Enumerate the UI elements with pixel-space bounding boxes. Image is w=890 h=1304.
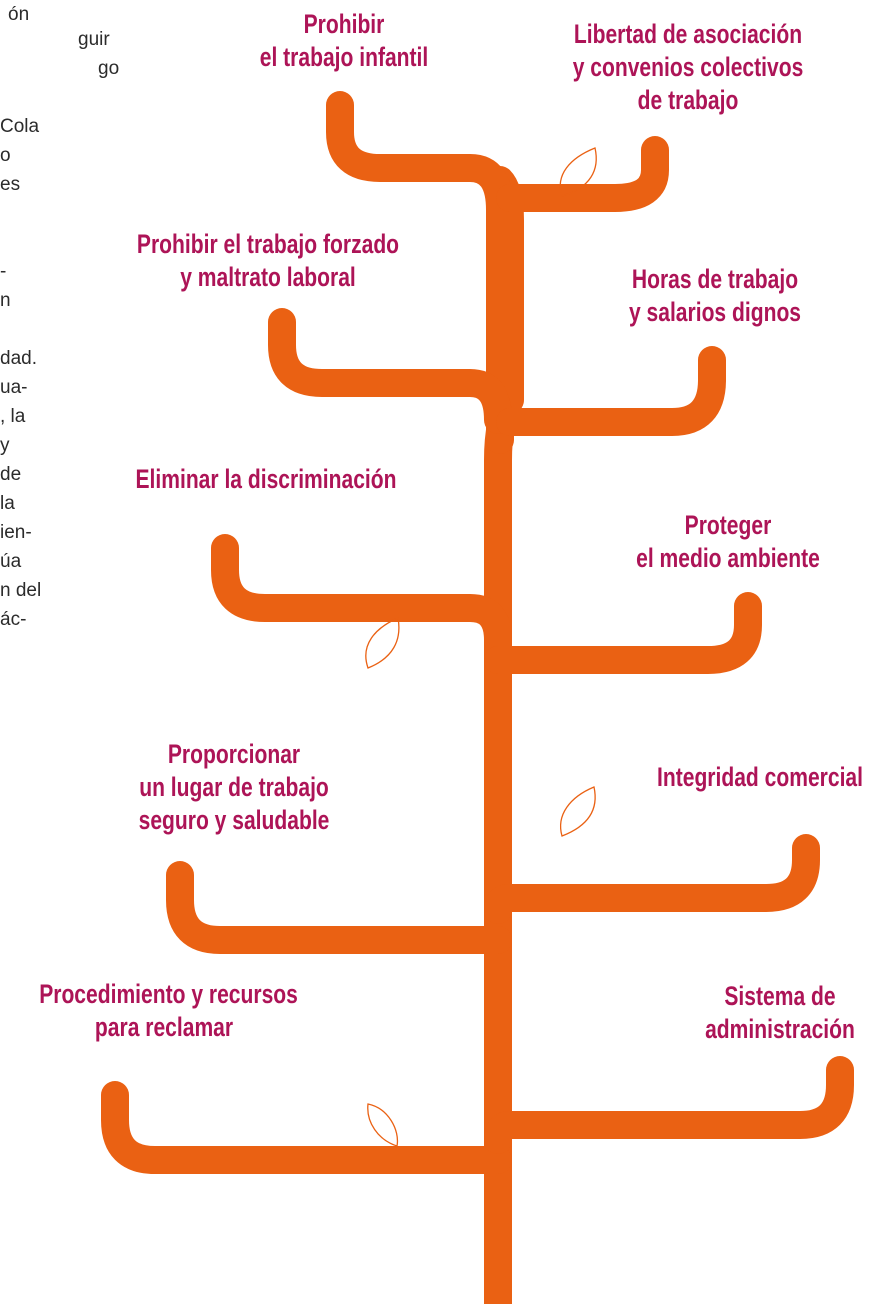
branch-forced-labor: [268, 308, 512, 434]
label-discrimination: Eliminar la discriminación: [133, 463, 398, 496]
side-text-fragments: ón guir go Cola o es - n dad. ua- , la y…: [0, 0, 119, 634]
label-line: seguro y saludable: [138, 805, 330, 835]
branch-integrity: [484, 834, 820, 924]
label-grievance: Procedimiento y recursos para reclamar: [39, 978, 298, 1044]
leaf-icon: [559, 147, 597, 197]
leaf-icon: [365, 617, 400, 669]
side-text-line: go: [98, 58, 120, 79]
side-text-line: y: [0, 435, 10, 456]
side-text-line: -: [0, 261, 7, 282]
side-text-line: , la: [0, 406, 26, 427]
label-environment: Proteger el medio ambiente: [627, 509, 830, 575]
label-line: Sistema de: [724, 981, 836, 1011]
side-text-line: ien-: [0, 522, 32, 543]
label-line: Libertad de asociación: [573, 19, 803, 49]
label-hours-wages: Horas de trabajo y salarios dignos: [614, 263, 817, 329]
side-text-line: ác-: [0, 609, 27, 630]
side-text-line: dad.: [0, 348, 37, 369]
label-line: y maltrato laboral: [180, 262, 356, 292]
label-line: de trabajo: [637, 85, 739, 115]
label-line: el medio ambiente: [636, 543, 820, 573]
side-text-line: n: [0, 290, 11, 311]
label-line: y salarios dignos: [628, 297, 802, 327]
side-text-line: guir: [78, 29, 110, 50]
label-line: Proteger: [684, 510, 772, 540]
leaf-icon: [367, 1103, 399, 1147]
label-child-labor: Prohibir el trabajo infantil: [243, 8, 446, 74]
branch-environment: [484, 592, 762, 674]
side-text-line: la: [0, 493, 15, 514]
branch-management: [484, 1056, 854, 1154]
label-safe-workplace: Proporcionar un lugar de trabajo seguro …: [133, 738, 336, 837]
branch-grievance: [101, 1081, 512, 1174]
side-text-line: n del: [0, 580, 42, 601]
label-line: Procedimiento y recursos: [39, 979, 298, 1009]
label-line: el trabajo infantil: [259, 42, 429, 72]
label-line: administración: [705, 1014, 855, 1044]
label-line: Horas de trabajo: [631, 264, 799, 294]
label-line: Eliminar la discriminación: [135, 464, 397, 494]
branch-association: [496, 136, 669, 212]
branch-discrimination: [211, 534, 512, 654]
side-text-line: de: [0, 464, 22, 485]
branch-hours-wages: [496, 346, 726, 436]
label-line: un lugar de trabajo: [139, 772, 329, 802]
label-forced-labor: Prohibir el trabajo forzado y maltrato l…: [135, 228, 400, 294]
side-text-line: ua-: [0, 377, 28, 398]
leaf-icon: [560, 786, 596, 837]
label-line: Prohibir el trabajo forzado: [136, 229, 400, 259]
label-integrity: Integridad comercial: [643, 761, 877, 794]
side-text-line: úa: [0, 551, 22, 572]
side-text-line: o: [0, 145, 11, 166]
label-line: y convenios colectivos: [572, 52, 804, 82]
label-line: Proporcionar: [167, 739, 301, 769]
label-management: Sistema de administración: [686, 980, 873, 1046]
label-line: para reclamar: [94, 1012, 234, 1042]
branch-safe-workplace: [166, 861, 512, 954]
side-text-line: Cola: [0, 116, 40, 137]
label-line: Prohibir: [303, 9, 385, 39]
side-text-line: es: [0, 174, 21, 195]
label-line: Integridad comercial: [657, 762, 863, 792]
side-text-line: ón: [8, 4, 30, 25]
label-association: Libertad de asociación y convenios colec…: [555, 18, 820, 117]
